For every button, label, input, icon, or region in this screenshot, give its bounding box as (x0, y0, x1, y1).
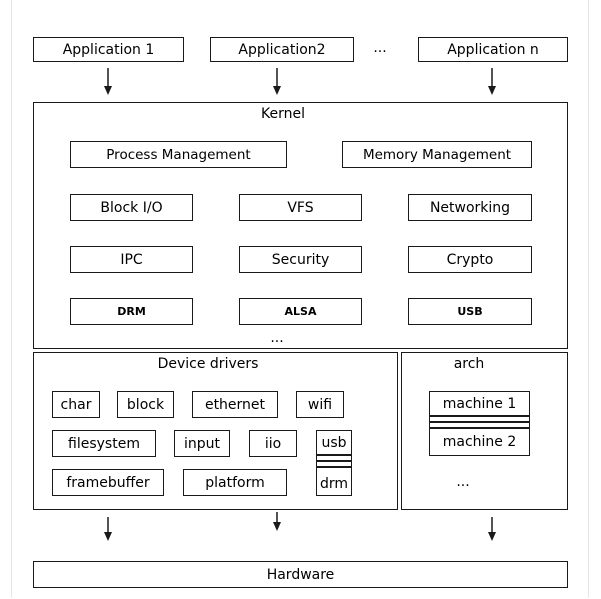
driver-drm-label: drm (319, 476, 349, 492)
driver-wifi-label: wifi (307, 396, 333, 413)
stack-divider (430, 421, 529, 423)
driver-char-box: char (52, 391, 100, 418)
machine-2-label: machine 2 (442, 434, 517, 450)
block-io-box: Block I/O (70, 194, 193, 221)
kernel-title: Kernel (261, 106, 305, 122)
driver-iio-label: iio (264, 435, 282, 452)
hardware-arrow-right (488, 517, 496, 541)
application-1-label: Application 1 (62, 41, 155, 58)
hardware-box: Hardware (33, 561, 568, 588)
usb-box: USB (408, 298, 532, 325)
security-label: Security (271, 251, 330, 268)
alsa-box: ALSA (239, 298, 362, 325)
driver-input-label: input (183, 435, 220, 452)
page-border (11, 0, 589, 598)
driver-input-box: input (174, 430, 230, 457)
driver-framebuffer-box: framebuffer (52, 469, 164, 496)
driver-platform-box: platform (183, 469, 287, 496)
driver-block-label: block (126, 396, 165, 413)
driver-ethernet-label: ethernet (204, 396, 266, 413)
drm-box: DRM (70, 298, 193, 325)
networking-label: Networking (429, 199, 511, 216)
ipc-label: IPC (120, 251, 143, 268)
arch-ellipsis: ... (456, 474, 470, 490)
kernel-ellipsis: ... (270, 330, 284, 346)
vfs-label: VFS (287, 199, 314, 216)
driver-filesystem-box: filesystem (52, 430, 156, 457)
applications-ellipsis: ... (373, 40, 387, 56)
device-drivers-title: Device drivers (157, 356, 259, 372)
stack-divider (317, 460, 351, 462)
stack-divider (317, 466, 351, 468)
hardware-arrow-left (104, 517, 112, 541)
process-management-label: Process Management (106, 146, 251, 163)
memory-management-label: Memory Management (362, 146, 512, 163)
driver-framebuffer-label: framebuffer (66, 474, 150, 491)
driver-ethernet-box: ethernet (192, 391, 278, 418)
application-1-arrow (104, 68, 112, 95)
driver-usb-label: usb (321, 435, 347, 451)
stack-divider (430, 415, 529, 417)
application-2-label: Application2 (238, 41, 326, 58)
security-box: Security (239, 246, 362, 273)
application-2-box: Application2 (210, 37, 354, 62)
application-n-arrow (488, 68, 496, 95)
process-management-box: Process Management (70, 141, 287, 168)
driver-wifi-box: wifi (296, 391, 344, 418)
driver-platform-label: platform (205, 474, 265, 491)
driver-iio-box: iio (249, 430, 297, 457)
hardware-arrow-middle (273, 512, 281, 531)
block-io-label: Block I/O (100, 199, 163, 216)
application-2-arrow (273, 68, 281, 95)
application-n-box: Application n (418, 37, 568, 62)
driver-block-box: block (117, 391, 174, 418)
stack-divider (317, 454, 351, 456)
alsa-label: ALSA (284, 305, 317, 318)
vfs-box: VFS (239, 194, 362, 221)
arch-machine-stack: machine 1 machine 2 (429, 391, 530, 456)
application-n-label: Application n (447, 41, 539, 58)
arch-title: arch (453, 356, 485, 372)
memory-management-box: Memory Management (342, 141, 532, 168)
drm-label: DRM (117, 305, 146, 318)
machine-1-label: machine 1 (442, 396, 517, 412)
driver-usb-drm-stack: usb drm (316, 430, 352, 496)
hardware-label: Hardware (266, 566, 335, 583)
stack-divider (430, 427, 529, 429)
networking-box: Networking (408, 194, 532, 221)
application-1-box: Application 1 (33, 37, 184, 62)
crypto-label: Crypto (446, 251, 494, 268)
crypto-box: Crypto (408, 246, 532, 273)
usb-label: USB (457, 305, 483, 318)
driver-char-label: char (60, 396, 92, 413)
driver-filesystem-label: filesystem (68, 435, 140, 452)
ipc-box: IPC (70, 246, 193, 273)
